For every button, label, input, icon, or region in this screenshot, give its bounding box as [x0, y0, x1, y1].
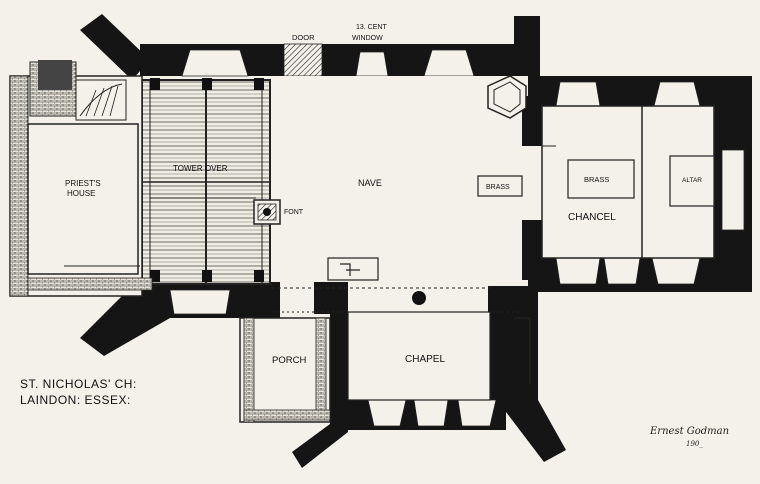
plan-labels: DOOR 13. CENT WINDOW PRIEST'S HOUSE TOWE…: [65, 24, 702, 366]
label-font: FONT: [284, 209, 304, 216]
label-chancel: CHANCEL: [568, 212, 616, 223]
label-priests-house-line2: HOUSE: [67, 189, 95, 198]
label-nave: NAVE: [358, 178, 382, 188]
label-window-line1: 13. CENT: [356, 24, 387, 31]
label-brass-chancel: BRASS: [584, 175, 609, 184]
chancel-sw-pier: [528, 256, 556, 286]
artist-signature: Ernest Godman 190_: [649, 426, 729, 448]
chancel-area: [477, 75, 715, 259]
priests-house: [9, 60, 153, 297]
tower-area: [141, 78, 271, 285]
chancel-arch-north-pier: [522, 96, 542, 146]
signature-name: Ernest Godman: [649, 426, 729, 437]
window-openings: [169, 43, 745, 427]
chapel-area: [272, 287, 531, 401]
tower-sw-buttress: [80, 292, 170, 356]
porch-area: [239, 317, 331, 423]
label-door: DOOR: [292, 33, 315, 42]
label-brass-nave: BRASS: [486, 184, 510, 191]
label-priests-house-line1: PRIEST'S: [65, 179, 101, 188]
font-symbol: [253, 199, 281, 225]
label-tower-over: TOWER OVER: [173, 164, 228, 173]
title-line2: LAINDON: ESSEX:: [20, 393, 131, 407]
label-altar: ALTAR: [682, 177, 702, 184]
plan-title: ST. NICHOLAS' CH: LAINDON: ESSEX:: [20, 377, 137, 407]
tomb-slab: [327, 257, 379, 281]
chapel-west-wall: [292, 282, 348, 468]
title-line1: ST. NICHOLAS' CH:: [20, 377, 137, 391]
pillar-marker: [412, 291, 426, 305]
label-porch: PORCH: [272, 355, 306, 366]
signature-year: 190_: [686, 440, 703, 448]
chapel-east-buttress: [488, 286, 566, 462]
label-window-line2: WINDOW: [352, 35, 383, 42]
label-chapel: CHAPEL: [405, 354, 445, 365]
tower-nw-buttress: [80, 14, 150, 80]
nave-ne-buttress: [514, 16, 540, 56]
